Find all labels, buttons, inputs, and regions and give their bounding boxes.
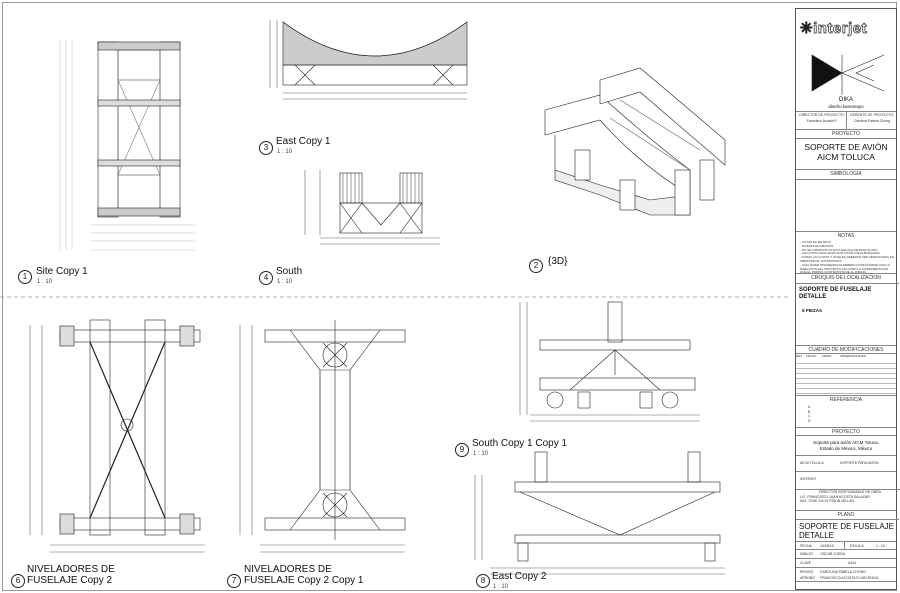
view-title-east-copy-2: East Copy 2 bbox=[492, 571, 547, 582]
view-title-line2: FUSELAJE Copy 2 bbox=[27, 575, 113, 586]
view-scale: 1 : 10 bbox=[473, 451, 489, 457]
director-label: DIRECTOR DE PROYECTO: bbox=[799, 113, 845, 117]
escala: 1 : 10 bbox=[876, 544, 885, 548]
gerente: Carolina Pabela Chong bbox=[853, 119, 891, 123]
view-scale: 1 : 10 bbox=[493, 584, 509, 590]
clave: A104 bbox=[848, 561, 857, 565]
client-b: SOPORTE PARA AVIÓN bbox=[840, 461, 879, 465]
escala-label: ESCALA bbox=[850, 544, 864, 548]
notas-label: NOTAS bbox=[796, 231, 896, 240]
view-title-east-copy-1: East Copy 1 bbox=[276, 136, 331, 147]
interjet-logo: ✳interjet bbox=[800, 20, 868, 38]
view-scale: 1 : 10 bbox=[277, 149, 293, 155]
view-south-drawing bbox=[304, 170, 440, 245]
view-number-8: 8 bbox=[476, 574, 490, 588]
view-number-3: 3 bbox=[259, 141, 273, 155]
view-east-copy-1-drawing bbox=[269, 20, 468, 100]
croquis-label: CROQUIS DE LOCALIZACION bbox=[796, 273, 896, 282]
notas-list: - COTAS EN METROS- NIVELES EN METROS- NO… bbox=[800, 240, 894, 275]
view-number-9: 9 bbox=[455, 443, 469, 457]
fecha-label: FECHA bbox=[800, 544, 812, 548]
proyecto-line2: AICM TOLUCA bbox=[817, 152, 875, 162]
view-number-7: 7 bbox=[227, 574, 241, 588]
proyecto2-line2: Estado de México, México bbox=[819, 446, 873, 451]
fecha: 16/08/16 bbox=[820, 544, 834, 548]
reviso-label: REVISÓ bbox=[800, 570, 814, 574]
view-title-site-copy-1: Site Copy 1 bbox=[36, 266, 88, 277]
view-number-2: 2 bbox=[529, 259, 543, 273]
dro-2: ING. JOSE JULIO PIÑON MILLAN bbox=[800, 499, 854, 503]
director: Francisco Acosta P. bbox=[806, 119, 838, 123]
client-a: AICM TOLUCA bbox=[800, 461, 824, 465]
view-south-copy-1-copy-1-drawing bbox=[519, 301, 700, 422]
firm-sub: diseño kamanayo bbox=[828, 104, 864, 109]
aprobo: FRANCISCO ACOSTA PLASCENCIA bbox=[820, 576, 879, 580]
view-scale: 1 : 10 bbox=[277, 279, 293, 285]
proyecto-line1: SOPORTE DE AVIÓN bbox=[804, 142, 888, 152]
firm-name: DIKA bbox=[838, 97, 853, 103]
proyecto-label: PROYECTO bbox=[796, 129, 896, 138]
view-number-4: 4 bbox=[259, 271, 273, 285]
view-title-south: South bbox=[276, 266, 303, 277]
proyecto-title: SOPORTE DE AVIÓN AICM TOLUCA bbox=[796, 138, 896, 162]
view-title-line1: NIVELADORES DE bbox=[27, 564, 115, 575]
drawing-area bbox=[0, 20, 790, 575]
simbologia-label: SIMBOLOGIA bbox=[796, 169, 896, 178]
view-number-1: 1 bbox=[18, 270, 32, 284]
sheet-title: SOPORTE DE FUSELAJE DETALLE 5 PIEZAS bbox=[796, 283, 899, 314]
gerente-label: GERENTE DE PROYECTO: bbox=[849, 113, 895, 117]
view-niveladores-copy-2-copy-1-drawing bbox=[239, 320, 406, 553]
dibujo-label: DIBUJO bbox=[800, 552, 813, 556]
title-block: ✳interjet DIKA diseño kamanayo DIRECTOR … bbox=[795, 8, 900, 590]
dibujo: OSCAR OJEDA bbox=[820, 552, 846, 556]
view-title-3d: {3D} bbox=[548, 256, 568, 267]
referencia-label: REFERENCIA bbox=[796, 395, 896, 404]
modificaciones-label: CUADRO DE MODIFICACIONES bbox=[796, 345, 896, 354]
reviso: CAROLINA PABELA CHONG bbox=[820, 570, 866, 574]
plano-label: PLANO bbox=[796, 510, 896, 519]
dika-logo-icon bbox=[811, 54, 885, 95]
view-title-south-copy-1-copy-1: South Copy 1 Copy 1 bbox=[472, 438, 568, 449]
plano-title: SOPORTE DE FUSELAJE DETALLE bbox=[796, 519, 899, 540]
proyecto2-label: PROYECTO bbox=[796, 427, 896, 436]
view-3d-drawing bbox=[544, 67, 726, 216]
piezas: 5 PIEZAS bbox=[802, 308, 823, 313]
view-number-6: 6 bbox=[11, 574, 25, 588]
view-title-line1: NIVELADORES DE bbox=[244, 564, 332, 575]
proyecto2-line1: Soporte para avión AICM Toluca, bbox=[813, 440, 879, 445]
view-east-copy-2-drawing bbox=[474, 451, 725, 575]
dro-1: LIC. FRANCISCO JUAN ACOSTA SALAZAR bbox=[800, 494, 870, 499]
dro-label: DIRECTOR RESPONSABLE DE OBRA bbox=[819, 490, 881, 494]
view-title-line2: FUSELAJE Copy 2 Copy 1 bbox=[244, 575, 364, 586]
client-c: INTERJET bbox=[800, 477, 817, 481]
aprobo-label: APROBÓ bbox=[800, 576, 815, 580]
view-niveladores-copy-2-drawing bbox=[29, 319, 205, 553]
view-scale: 1 : 10 bbox=[37, 279, 53, 285]
view-site-copy-1-drawing bbox=[59, 40, 195, 251]
clave-label: CLAVE bbox=[800, 561, 812, 565]
